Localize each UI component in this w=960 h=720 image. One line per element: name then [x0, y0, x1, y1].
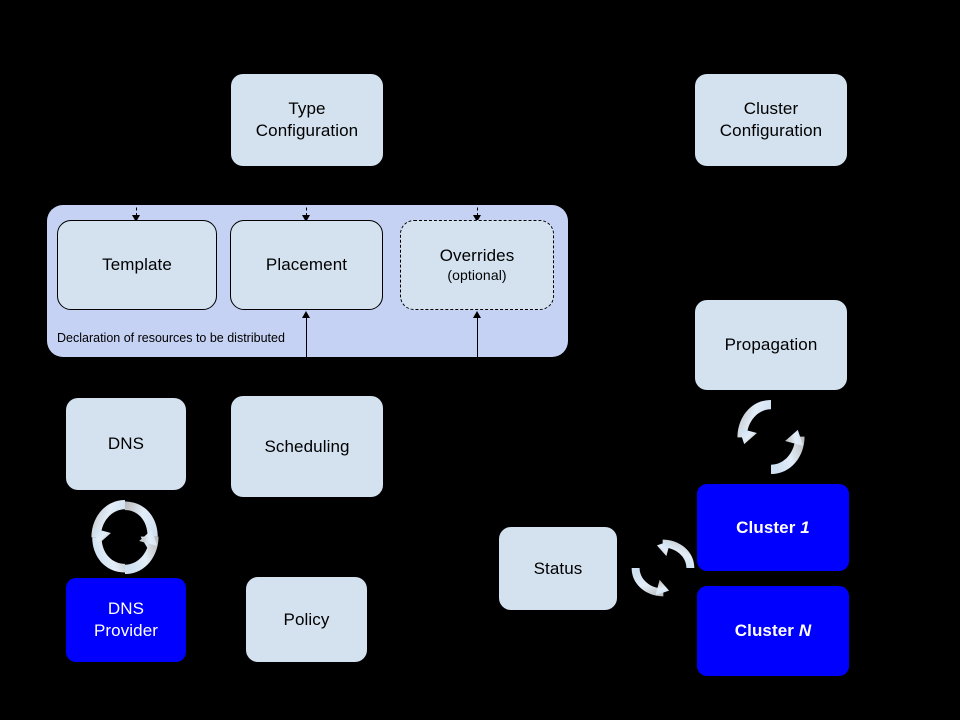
node-type-configuration-label: Type Configuration [255, 99, 359, 140]
node-dns[interactable]: DNS [66, 398, 186, 490]
sync-cycle-icon-status-svg [631, 539, 695, 597]
connector-policy-to-overrides [477, 318, 478, 358]
node-dns-provider-label: DNS Provider [93, 599, 159, 640]
node-placement-label: Placement [265, 255, 348, 275]
node-overrides-text: Overrides (optional) [439, 246, 515, 284]
arrowhead-overrides-in [472, 215, 481, 222]
node-dns-provider[interactable]: DNS Provider [66, 578, 186, 662]
sync-cycle-icon-dns-svg [91, 499, 159, 575]
node-cluster-1[interactable]: Cluster 1 [697, 484, 849, 571]
arrowhead-overrides-up [472, 311, 481, 318]
node-policy[interactable]: Policy [246, 577, 367, 662]
node-template-label: Template [102, 255, 172, 275]
arrowhead-placement-up [301, 311, 310, 318]
node-scheduling[interactable]: Scheduling [231, 396, 383, 497]
node-scheduling-label: Scheduling [264, 436, 350, 456]
node-dns-label: DNS [107, 434, 145, 454]
node-cluster-n-label: Cluster N [734, 621, 812, 641]
arrowhead-template-in [131, 215, 140, 222]
sync-cycle-icon-propagation-svg [737, 399, 805, 475]
node-cluster-configuration-label: Cluster Configuration [719, 99, 823, 140]
group-caption: Declaration of resources to be distribut… [57, 331, 285, 345]
sync-cycle-icon-propagation [732, 396, 810, 478]
node-template[interactable]: Template [57, 220, 217, 310]
sync-cycle-icon-status [624, 535, 702, 601]
node-propagation[interactable]: Propagation [695, 300, 847, 390]
connector-type-config-to-overrides [477, 202, 478, 216]
arrowhead-placement-in [301, 215, 310, 222]
connector-type-config-to-placement [306, 202, 307, 216]
node-status[interactable]: Status [499, 527, 617, 610]
node-status-label: Status [533, 558, 583, 578]
node-propagation-label: Propagation [724, 335, 818, 355]
node-cluster-1-label: Cluster 1 [736, 517, 810, 537]
connector-type-config-to-template [136, 202, 137, 216]
connector-scheduling-to-placement [306, 318, 307, 358]
node-overrides[interactable]: Overrides (optional) [400, 220, 554, 310]
sync-cycle-icon-dns [86, 496, 164, 578]
node-type-configuration[interactable]: Type Configuration [231, 74, 383, 166]
node-placement[interactable]: Placement [230, 220, 383, 310]
node-cluster-n[interactable]: Cluster N [697, 586, 849, 676]
node-policy-label: Policy [283, 609, 330, 629]
node-cluster-configuration[interactable]: Cluster Configuration [695, 74, 847, 166]
